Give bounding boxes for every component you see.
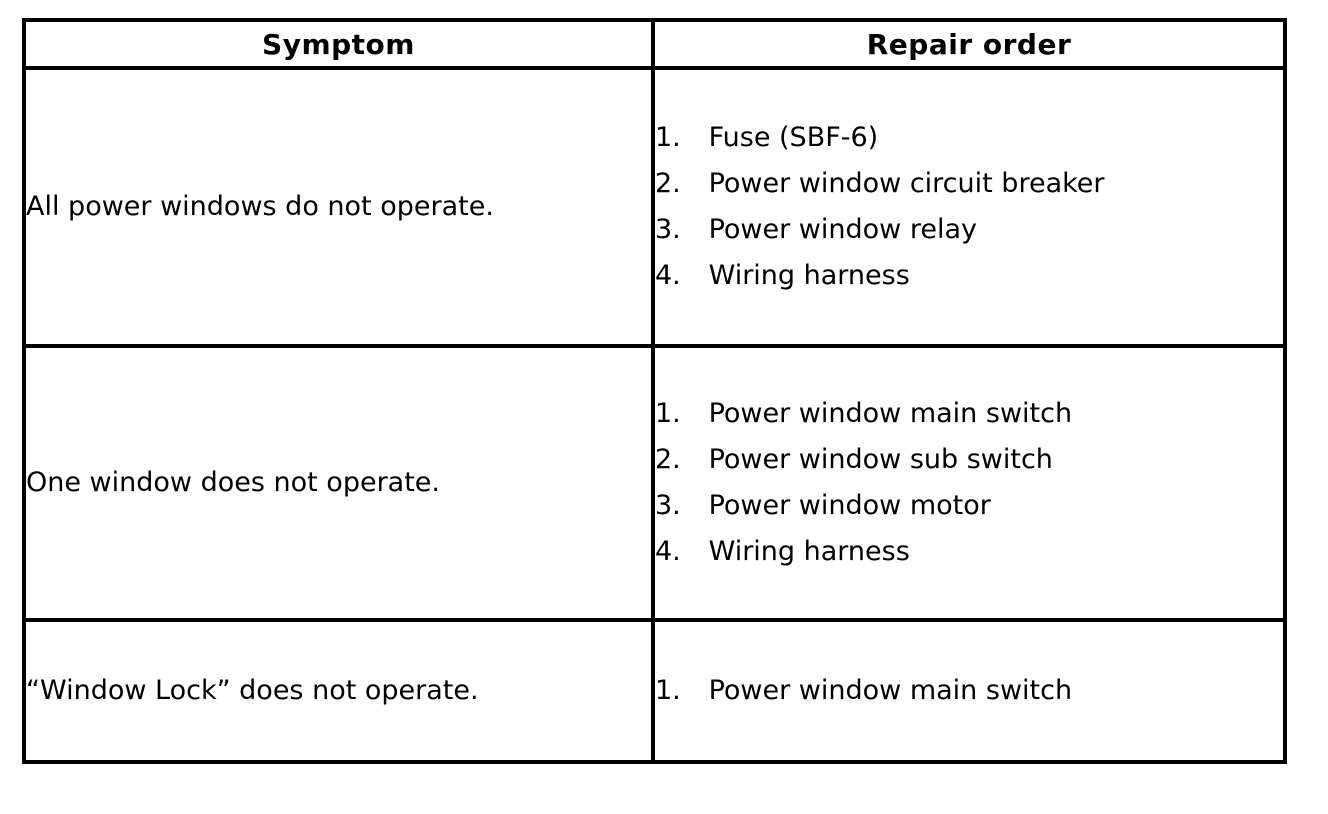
repair-order-list: 1. Power window main switch 2. Power win… bbox=[655, 391, 1283, 575]
symptom-text: One window does not operate. bbox=[26, 467, 440, 498]
repair-order-item-text: Power window relay bbox=[708, 214, 977, 245]
repair-order-item-text: Power window motor bbox=[708, 490, 991, 521]
repair-order-item-number: 4. bbox=[655, 260, 681, 291]
repair-order-item-text: Fuse (SBF-6) bbox=[708, 122, 879, 153]
repair-order-item-number: 2. bbox=[655, 444, 681, 475]
repair-order-item-text: Power window sub switch bbox=[708, 444, 1053, 475]
repair-order-item-text: Power window main switch bbox=[708, 398, 1073, 429]
repair-order-item: 4. Wiring harness bbox=[655, 529, 1283, 575]
repair-order-column-header: Repair order bbox=[651, 18, 1287, 70]
repair-order-item-number: 1. bbox=[655, 122, 681, 153]
repair-order-item: 4. Wiring harness bbox=[655, 253, 1283, 299]
repair-order-item-text: Power window circuit breaker bbox=[708, 168, 1105, 199]
repair-order-item: 2. Power window circuit breaker bbox=[655, 161, 1283, 207]
symptom-text: All power windows do not operate. bbox=[26, 191, 494, 222]
repair-order-list: 1. Fuse (SBF-6) 2. Power window circuit … bbox=[655, 115, 1283, 299]
repair-order-cell: 1. Power window main switch 2. Power win… bbox=[651, 344, 1287, 622]
repair-order-item-number: 4. bbox=[655, 536, 681, 567]
repair-order-cell: 1. Power window main switch bbox=[651, 618, 1287, 764]
repair-order-item-number: 1. bbox=[655, 675, 681, 706]
table-row: All power windows do not operate. 1. Fus… bbox=[22, 66, 1287, 348]
repair-order-item: 2. Power window sub switch bbox=[655, 437, 1283, 483]
repair-order-item-number: 3. bbox=[655, 490, 681, 521]
symptom-cell: “Window Lock” does not operate. bbox=[22, 618, 655, 764]
repair-order-item-text: Wiring harness bbox=[708, 260, 910, 291]
table-row: “Window Lock” does not operate. 1. Power… bbox=[22, 618, 1287, 764]
repair-order-item: 3. Power window relay bbox=[655, 207, 1283, 253]
symptom-text: “Window Lock” does not operate. bbox=[26, 675, 479, 706]
repair-order-item-number: 2. bbox=[655, 168, 681, 199]
repair-order-item-number: 3. bbox=[655, 214, 681, 245]
repair-order-item-text: Power window main switch bbox=[708, 675, 1073, 706]
table-row: One window does not operate. 1. Power wi… bbox=[22, 344, 1287, 622]
symptom-repair-table: Symptom Repair order All power windows d… bbox=[22, 18, 1287, 764]
symptom-column-header: Symptom bbox=[22, 18, 655, 70]
repair-order-item: 3. Power window motor bbox=[655, 483, 1283, 529]
repair-order-list: 1. Power window main switch bbox=[655, 668, 1283, 714]
repair-order-item-number: 1. bbox=[655, 398, 681, 429]
repair-order-item: 1. Fuse (SBF-6) bbox=[655, 115, 1283, 161]
table-header-row: Symptom Repair order bbox=[22, 18, 1287, 70]
symptom-cell: One window does not operate. bbox=[22, 344, 655, 622]
repair-order-cell: 1. Fuse (SBF-6) 2. Power window circuit … bbox=[651, 66, 1287, 348]
repair-order-item: 1. Power window main switch bbox=[655, 668, 1283, 714]
repair-order-item: 1. Power window main switch bbox=[655, 391, 1283, 437]
repair-order-item-text: Wiring harness bbox=[708, 536, 910, 567]
symptom-cell: All power windows do not operate. bbox=[22, 66, 655, 348]
